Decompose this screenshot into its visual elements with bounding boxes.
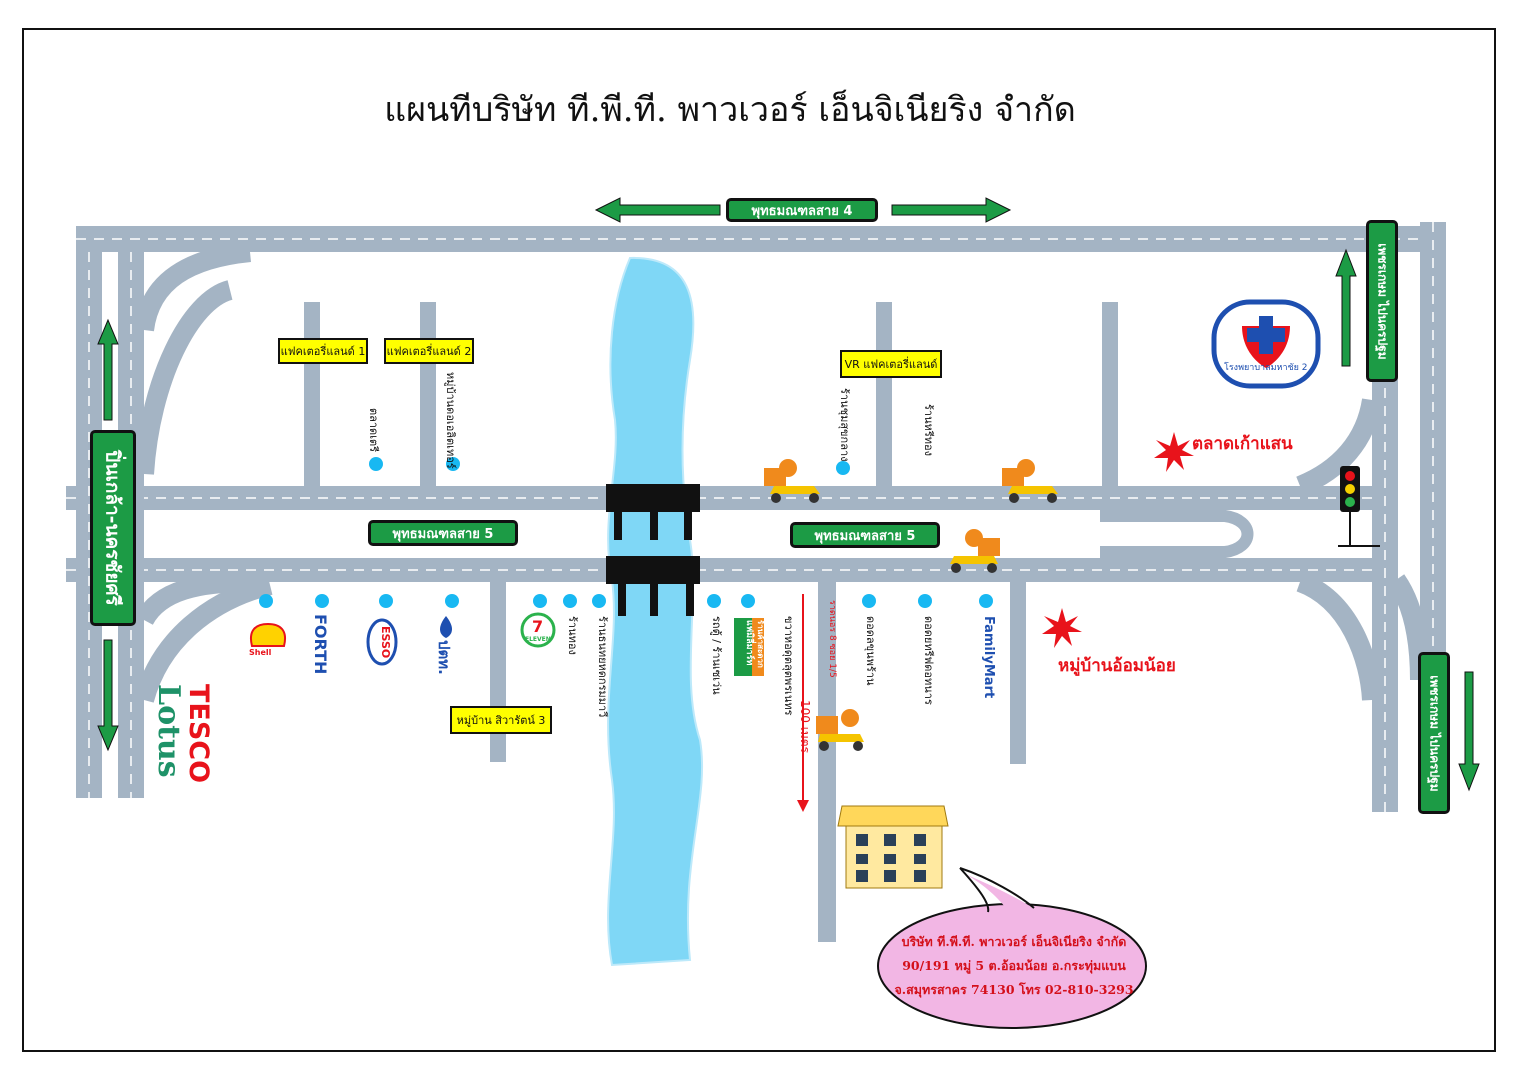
place-label: หมู่บ้านดอเอลิตเทอร์ <box>444 372 457 469</box>
familymart-logo: FamilyMart <box>981 616 996 699</box>
forth-logo: FORTH <box>311 614 330 675</box>
shell-text: Shell <box>249 648 272 657</box>
side-streets-north <box>304 302 1118 486</box>
place-label: ดอดลขุนพร้าน <box>864 616 877 686</box>
bridge <box>606 484 700 616</box>
place-label: ตลาดเตรี <box>367 408 380 453</box>
place-label: ราดนอร 8 ซอย 1/5 <box>827 600 837 678</box>
road-sign-left: ปิ่นเกล้า-นครชัยศรี <box>90 430 136 626</box>
factory-land-1-sign: แฟคเตอรี่แลนด์ 1 <box>278 338 368 364</box>
place-label: ร้านหรีทอง <box>922 404 935 456</box>
road-sign-right-bottom: เพชรเกษม ไปนครปฐม <box>1418 652 1450 814</box>
seven-eleven-logo <box>520 612 556 648</box>
road-sign-right-top: เพชรเกษม ไปนครปฐม <box>1366 220 1398 382</box>
cafe-subtext: ร้านค้าสะดวก <box>756 620 765 668</box>
scooter-icon <box>764 459 1058 751</box>
esso-logo <box>366 618 398 666</box>
place-label: ร้านชุมสุขกลาง <box>838 388 851 462</box>
company-name: บริษัท ที.พี.ที. พาวเวอร์ เอ็นจิเนียริง … <box>901 934 1127 949</box>
road-middle-1 <box>66 486 1396 510</box>
direction-arrows <box>97 197 1480 792</box>
traffic-light <box>1338 466 1380 547</box>
road-middle-2 <box>66 558 1396 582</box>
shop-markers <box>259 457 993 608</box>
place-label: ร้านธนทยหดกรมมาวี <box>596 616 609 718</box>
tesco-logo-text: TESCO <box>183 684 214 784</box>
seven-eleven-text: 7 <box>532 617 544 636</box>
factory-land-2-sign: แฟคเตอรี่แลนด์ 2 <box>384 338 474 364</box>
distance-arrow <box>797 594 809 812</box>
distance-label: 100 เมตร <box>798 700 812 753</box>
hospital-logo <box>1211 299 1321 389</box>
road-sign-middle-right: พุทธมณฑลสาย 5 <box>790 522 940 548</box>
shell-logo <box>250 622 286 647</box>
company-province-phone: จ.สมุทรสาคร 74130 โทร 02-810-3293 <box>894 982 1134 997</box>
village-sirat-sign: หมู่บ้าน สิวารัตน์ 3 <box>450 706 552 734</box>
om-noi-village-label: หมู่บ้านอ้อมน้อย <box>1058 656 1176 676</box>
address-bubble <box>877 867 1147 1029</box>
old-market-label: ตลาดเก้าแสน <box>1192 434 1293 454</box>
hospital-label: โรงพยาบาลมหาชัย 2 <box>1224 363 1308 373</box>
cafe-logo <box>734 618 764 676</box>
page-title: แผนทีบริษัท ที.พี.ที. พาวเวอร์ เอ็นจิเนี… <box>384 90 1076 130</box>
company-address: 90/191 หมู่ 5 ต.อ้อมน้อย อ.กระทุ่มแบน <box>902 958 1126 973</box>
place-label: ดอดยทรีฟดอทนาร <box>922 616 935 705</box>
u-turn <box>1100 510 1254 558</box>
ptt-text: ปตท. <box>435 640 453 675</box>
place-label: รถตู้ / ร้านเซเว่น <box>710 616 723 695</box>
ptt-logo <box>440 616 452 638</box>
seven-eleven-subtext: ELEVEN <box>525 636 551 643</box>
road-sign-top: พุทธมณฑลสาย 4 <box>726 198 878 222</box>
lotus-logo-text: Lotus <box>151 684 186 778</box>
place-label: ร้านทอง <box>566 616 579 655</box>
map-frame <box>22 28 1496 1052</box>
road-top <box>76 226 1420 252</box>
road-sign-middle-left: พุทธมณฑลสาย 5 <box>368 520 518 546</box>
esso-text: ESSO <box>379 626 392 659</box>
market-star-icon <box>1042 432 1194 648</box>
vr-factory-land-sign: VR แฟคเตอรี่แลนด์ <box>840 350 942 378</box>
company-building-icon <box>837 805 949 889</box>
